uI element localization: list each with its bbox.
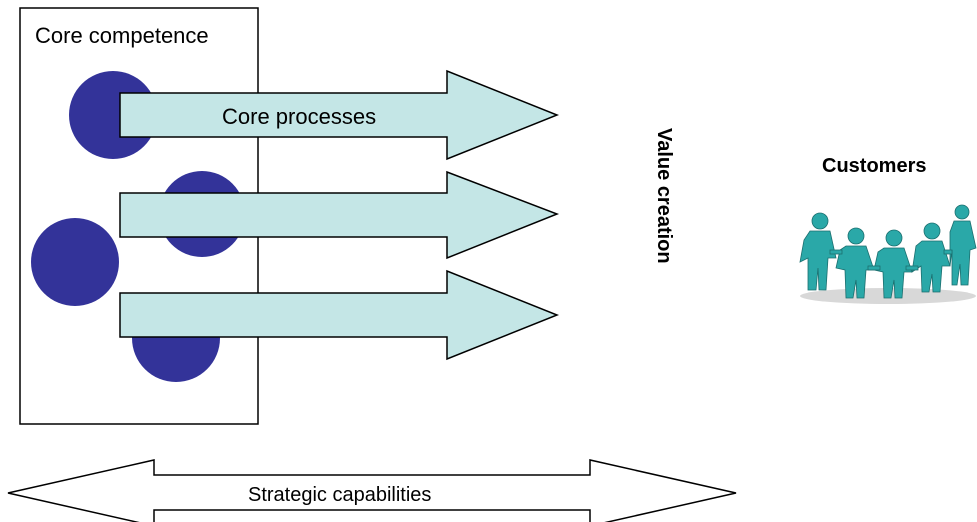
strategic-capabilities-label: Strategic capabilities — [248, 484, 431, 506]
value-creation-label: Value creation — [653, 128, 675, 264]
people-holding-hands-icon — [799, 204, 977, 304]
core-processes-label: Core processes — [222, 104, 376, 129]
customers-label: Customers — [822, 155, 926, 177]
strategic-capabilities-arrow — [7, 459, 737, 522]
process-arrow-2 — [119, 170, 560, 260]
process-arrow-1 — [119, 69, 560, 161]
competence-circle — [31, 218, 119, 306]
process-arrow-3 — [119, 269, 560, 361]
core-competence-label: Core competence — [35, 23, 209, 48]
core-process-arrows — [119, 69, 560, 361]
